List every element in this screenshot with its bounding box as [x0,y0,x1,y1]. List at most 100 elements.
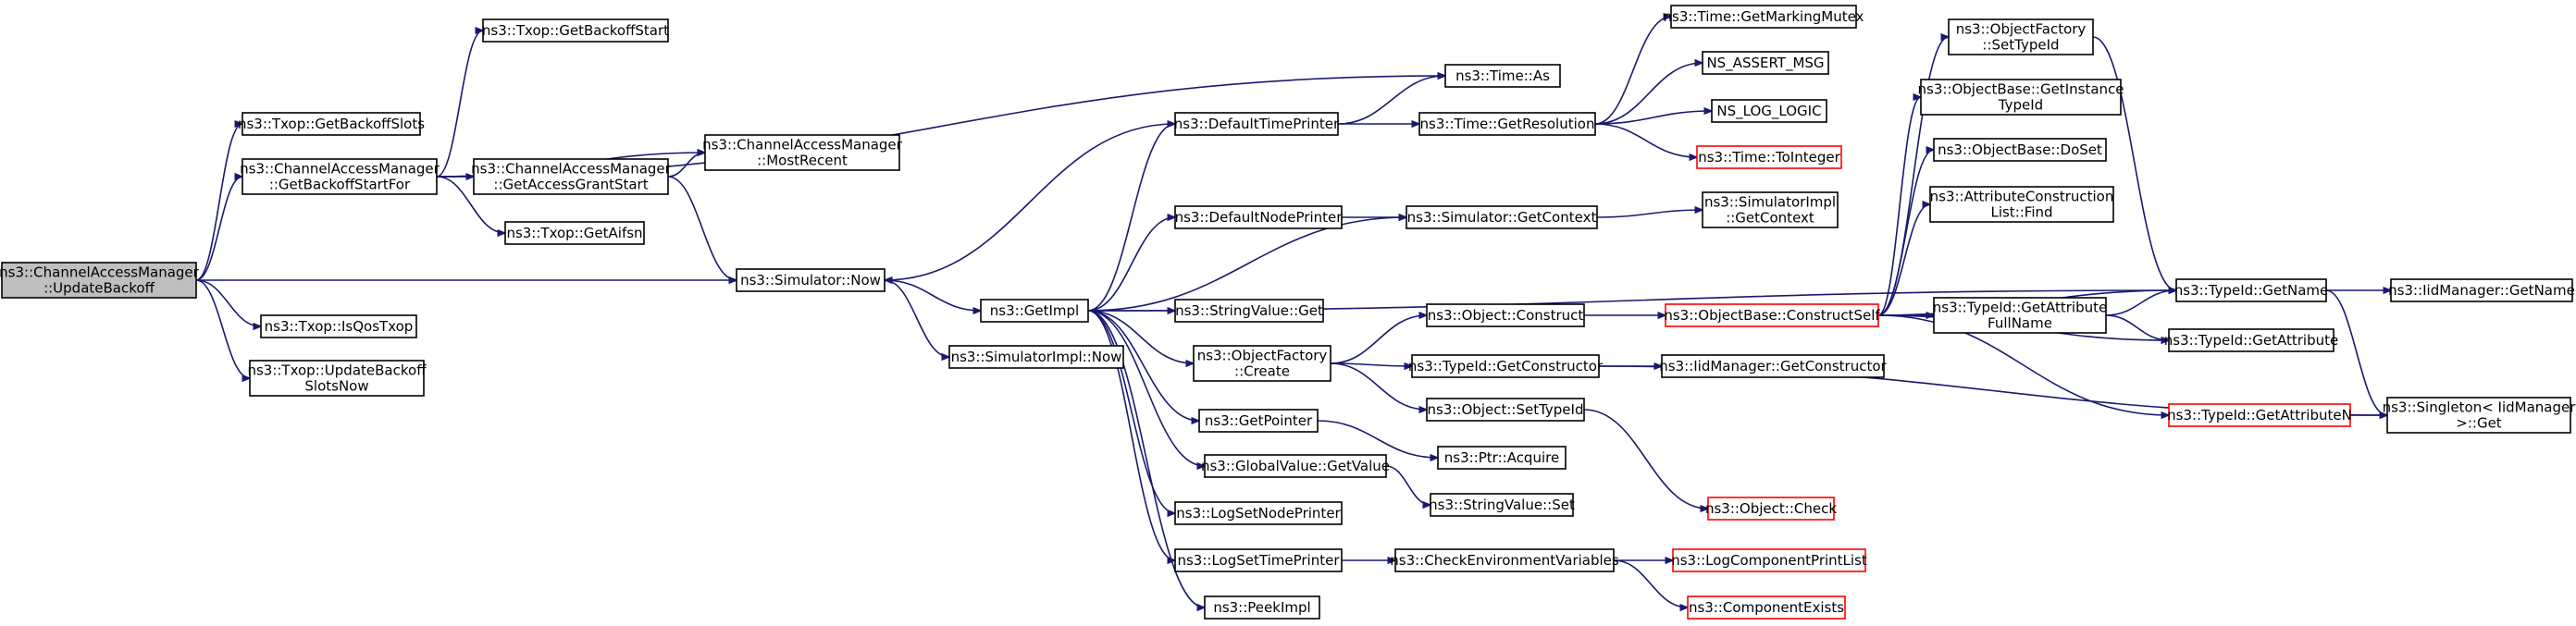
node-simulator-now[interactable]: ns3::Simulator::Now [736,268,886,292]
node-box[interactable] [1426,398,1585,422]
node-box[interactable] [1665,303,1879,327]
node-box[interactable] [1,262,197,299]
node-cam-mostrecent[interactable]: ns3::ChannelAccessManager::MostRecent [702,134,903,171]
node-txop-getbackoffslots[interactable]: ns3::Txop::GetBackoffSlots [238,112,425,136]
node-ptr-acquire[interactable]: ns3::Ptr::Acquire [1437,446,1567,470]
node-getimpl[interactable]: ns3::GetImpl [980,299,1089,323]
node-time-getresolution[interactable]: ns3::Time::GetResolution [1418,112,1596,136]
node-box[interactable] [1174,299,1324,323]
node-box[interactable] [1418,112,1596,136]
node-defaulttimeprinter[interactable]: ns3::DefaultTimePrinter [1174,112,1340,136]
node-txop-getbackoffstart[interactable]: ns3::Txop::GetBackoffStart [482,18,669,43]
node-cam-getaccessgrantstart[interactable]: ns3::ChannelAccessManager::GetAccessGran… [471,158,672,195]
node-box[interactable] [1711,99,1827,123]
node-box[interactable] [1920,79,2122,116]
node-stringvalue-get[interactable]: ns3::StringValue::Get [1174,299,1324,323]
node-box[interactable] [242,158,438,195]
node-box[interactable] [504,221,645,245]
node-stringvalue-set[interactable]: ns3::StringValue::Set [1429,493,1575,517]
node-box[interactable] [1444,64,1561,88]
node-box[interactable] [1437,446,1567,470]
node-box[interactable] [1174,205,1343,229]
node-time-as[interactable]: ns3::Time::As [1444,64,1561,88]
node-txop-isqostxop[interactable]: ns3::Txop::IsQosTxop [260,314,417,338]
node-txop-getaifsn[interactable]: ns3::Txop::GetAifsn [504,221,645,245]
node-typeid-getattributen[interactable]: ns3::TypeId::GetAttributeN [2167,403,2352,427]
node-simulatorimpl-getcontext[interactable]: ns3::SimulatorImpl::GetContext [1702,191,1839,228]
node-objectbase-constructself[interactable]: ns3::ObjectBase::ConstructSelf [1664,303,1880,327]
node-box[interactable] [1174,548,1343,572]
node-object-check[interactable]: ns3::Object::Check [1705,497,1837,521]
node-box[interactable] [704,134,900,171]
node-box[interactable] [1948,18,2094,55]
node-box[interactable] [242,112,421,136]
node-box[interactable] [1707,497,1835,521]
node-box[interactable] [482,18,669,43]
node-box[interactable] [1174,112,1339,136]
node-objectfactory-settypeid[interactable]: ns3::ObjectFactory::SetTypeId [1948,18,2094,55]
node-box[interactable] [1198,409,1319,433]
node-box[interactable] [1193,345,1331,382]
node-ns-log-logic[interactable]: NS_LOG_LOGIC [1711,99,1827,123]
node-box[interactable] [260,314,417,338]
node-typeid-getname[interactable]: ns3::TypeId::GetName [2174,278,2328,302]
node-object-settypeid[interactable]: ns3::Object::SetTypeId [1426,398,1585,422]
node-objectfactory-create[interactable]: ns3::ObjectFactory::Create [1193,345,1331,382]
node-getpointer[interactable]: ns3::GetPointer [1198,409,1319,433]
node-box[interactable] [736,268,886,292]
node-box[interactable] [980,299,1089,323]
node-box[interactable] [1406,205,1598,229]
node-box[interactable] [1204,454,1387,478]
node-box[interactable] [1411,354,1600,378]
node-box[interactable] [1672,548,1866,572]
node-logsetnodeprinter[interactable]: ns3::LogSetNodePrinter [1174,501,1343,525]
node-box[interactable] [2168,403,2351,427]
node-logcomponentprintlist[interactable]: ns3::LogComponentPrintList [1671,548,1867,572]
node-box[interactable] [1426,303,1585,327]
node-root[interactable]: ns3::ChannelAccessManager::UpdateBackoff [0,262,200,299]
node-logsettimeprinter[interactable]: ns3::LogSetTimePrinter [1174,548,1343,572]
node-globalvalue-getvalue[interactable]: ns3::GlobalValue::GetValue [1201,454,1390,478]
node-componentexists[interactable]: ns3::ComponentExists [1687,595,1846,620]
node-cam-getbackoffstartfor[interactable]: ns3::ChannelAccessManager::GetBackoffSta… [240,158,440,195]
node-box[interactable] [1702,51,1829,75]
node-time-tointeger[interactable]: ns3::Time::ToInteger [1696,145,1842,169]
node-simulatorimpl-now[interactable]: ns3::SimulatorImpl::Now [948,345,1124,369]
node-box[interactable] [1933,138,2107,162]
node-box[interactable] [473,158,669,195]
node-objectbase-doset[interactable]: ns3::ObjectBase::DoSet [1933,138,2107,162]
node-box[interactable] [1702,191,1839,228]
node-typeid-getattribute[interactable]: ns3::TypeId::GetAttribute [2164,328,2338,352]
node-box[interactable] [2175,278,2327,302]
node-ns-assert-msg[interactable]: NS_ASSERT_MSG [1702,51,1829,75]
node-box[interactable] [948,345,1124,369]
node-time-getmarkingmutex[interactable]: ns3::Time::GetMarkingMutex [1664,5,1864,29]
node-box[interactable] [249,360,425,397]
node-box[interactable] [1394,548,1615,572]
node-checkenvironmentvariables[interactable]: ns3::CheckEnvironmentVariables [1390,548,1619,572]
node-object-construct[interactable]: ns3::Object::Construct [1426,303,1585,327]
node-box[interactable] [1929,186,2114,223]
node-simulator-getcontext[interactable]: ns3::Simulator::GetContext [1406,205,1598,229]
node-singleton-get[interactable]: ns3::Singleton< IidManager >::Get [2383,397,2576,434]
node-peekimpl[interactable]: ns3::PeekImpl [1204,595,1320,620]
node-box[interactable] [1687,595,1846,620]
node-defaultnodeprinter[interactable]: ns3::DefaultNodePrinter [1174,205,1344,229]
node-box[interactable] [1174,501,1343,525]
node-box[interactable] [1696,145,1842,169]
node-box[interactable] [1204,595,1320,620]
node-typeid-getconstructor[interactable]: ns3::TypeId::GetConstructor [1408,354,1604,378]
node-iidmanager-getconstructor[interactable]: ns3::IidManager::GetConstructor [1659,354,1888,378]
node-box[interactable] [2168,328,2334,352]
node-iidmanager-getname[interactable]: ns3::IidManager::GetName [2388,278,2575,302]
node-box[interactable] [1933,297,2107,334]
node-box[interactable] [2386,397,2571,434]
node-box[interactable] [2390,278,2573,302]
node-box[interactable] [1661,354,1885,378]
node-box[interactable] [1670,5,1857,29]
node-box[interactable] [1430,493,1574,517]
